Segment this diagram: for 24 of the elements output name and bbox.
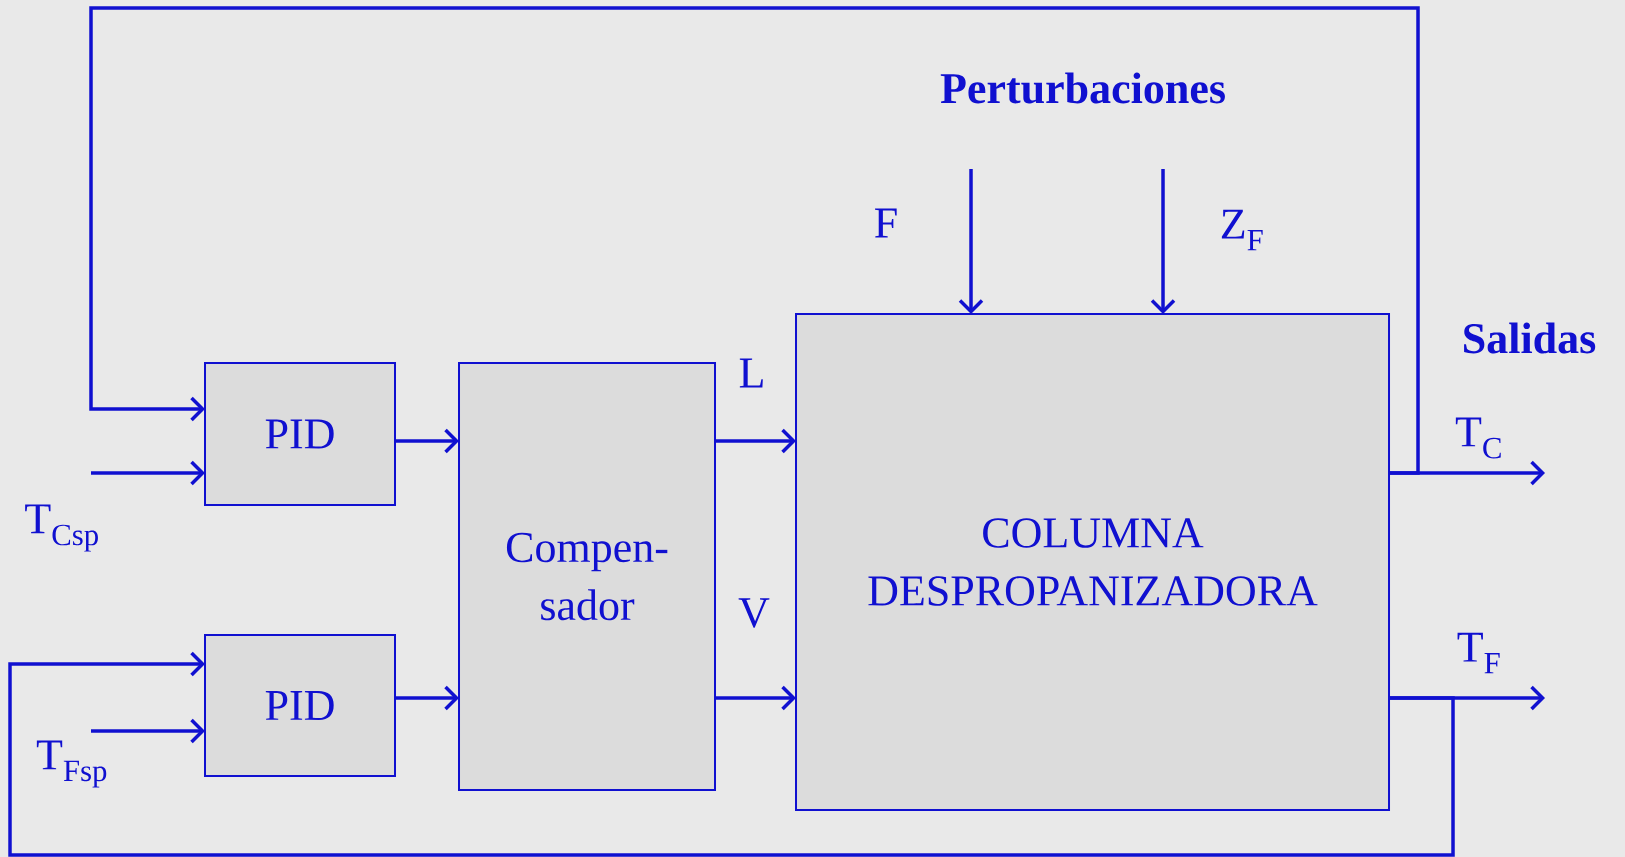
arrow (715, 685, 796, 711)
signal-label: T$_{Fsp}$ (36, 740, 107, 788)
arrow (91, 460, 205, 486)
arrow (89, 6, 1420, 475)
arrow (1150, 169, 1176, 314)
signal-label: L (739, 358, 763, 388)
heading-label: Salidas (1464, 322, 1596, 354)
heading-label: Perturbaciones (940, 72, 1225, 104)
arrow (91, 718, 205, 744)
signal-label: T$_{C}$ (1455, 417, 1501, 459)
block-box: COLUMNA DESPROPANIZADORA (795, 313, 1390, 811)
block-box: PID (204, 362, 396, 506)
arrow (958, 169, 984, 314)
signal-label: F (875, 208, 897, 238)
signal-label: V (738, 598, 770, 628)
arrow (395, 428, 459, 454)
signal-label: T$_{F}$ (1457, 632, 1500, 674)
block-box: PID (204, 634, 396, 777)
arrow (8, 651, 1455, 857)
arrow (395, 685, 459, 711)
arrow (715, 428, 796, 454)
signal-label: Z$_{F}$ (1221, 209, 1263, 251)
block-box: Compen- sador (458, 362, 716, 791)
signal-label: T$_{Csp}$ (25, 504, 98, 552)
